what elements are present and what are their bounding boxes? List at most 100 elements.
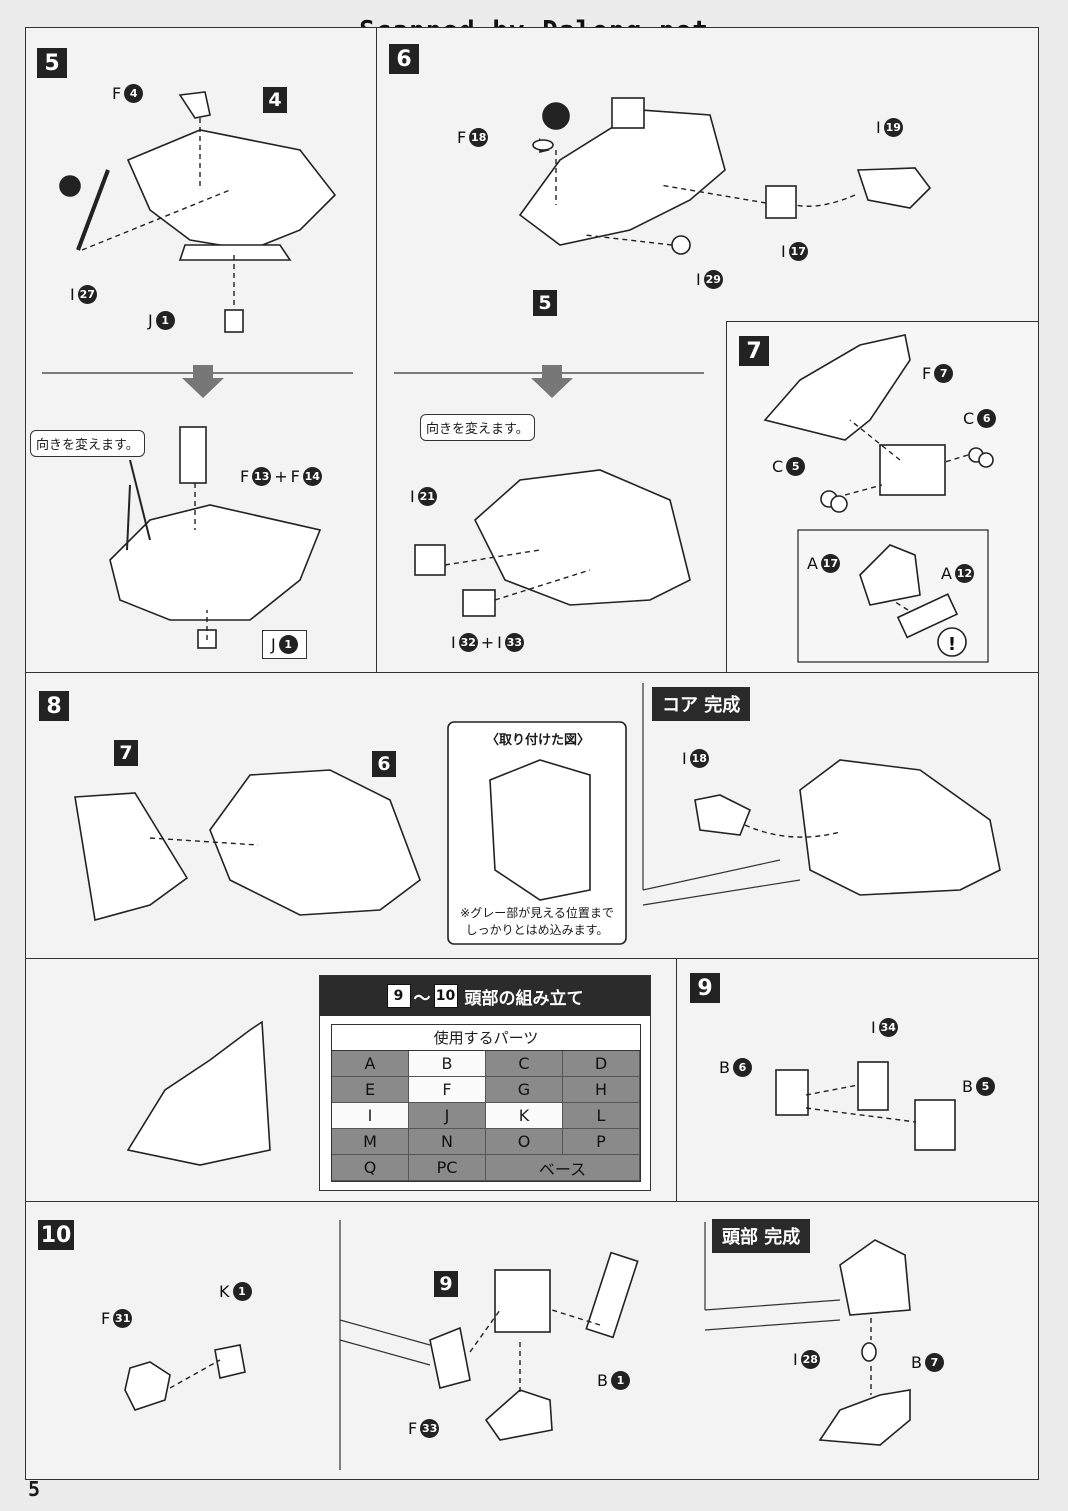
- parts-cell: E: [332, 1077, 409, 1103]
- part-f31-drawing: [124, 1361, 171, 1411]
- part-b1-drawing: [585, 1251, 639, 1339]
- ref-step-6-badge: 6: [372, 751, 396, 777]
- core-step6-drawing: [518, 109, 726, 246]
- ref-step-7-badge: 7: [114, 740, 138, 766]
- step-5-badge: 5: [37, 48, 67, 78]
- parts-cell: N: [409, 1129, 486, 1155]
- part-b5-drawing: [914, 1099, 956, 1151]
- part-f4-drawing: [178, 91, 211, 119]
- core-rotated-drawing: [109, 504, 322, 621]
- part-i18-drawing: [694, 794, 752, 836]
- ref-step-4-badge: 4: [263, 87, 287, 113]
- part-a17-drawing: [859, 544, 921, 606]
- part-j1-drawing: [224, 309, 244, 333]
- parts-cell: I: [332, 1103, 409, 1129]
- parts-cell: PC: [409, 1155, 486, 1181]
- ref-step-5-badge: 5: [533, 290, 557, 316]
- parts-cell: M: [332, 1129, 409, 1155]
- ref-step-9-badge: 9: [434, 1271, 458, 1297]
- head-preview-drawing: [126, 1020, 271, 1166]
- step-9-badge: 9: [690, 973, 720, 1003]
- parts-cell: ベース: [486, 1155, 640, 1181]
- part-f18-drawing: [532, 139, 554, 151]
- attach-inset-note-1: ※グレー部が見える位置まで: [460, 906, 614, 920]
- core-complete-label: コア 完成: [652, 687, 751, 721]
- parts-cell: B: [409, 1051, 486, 1077]
- step-7-badge: 7: [739, 336, 769, 366]
- part-k1-drawing: [214, 1344, 246, 1379]
- attach-inset-title: 〈取り付けた図〉: [486, 733, 591, 748]
- part-i21-drawing: [414, 544, 446, 576]
- turn-note-step5: 向きを変えます。: [30, 430, 145, 457]
- step-6-badge: 6: [389, 44, 419, 74]
- parts-cell: K: [486, 1103, 563, 1129]
- part-i17-drawing: [765, 185, 797, 219]
- parts-cell: P: [563, 1129, 640, 1155]
- parts-cell: H: [563, 1077, 640, 1103]
- core-step8-drawing: [209, 769, 421, 916]
- core-complete-drawing: [799, 759, 1001, 896]
- head-complete-label: 頭部 完成: [712, 1219, 811, 1253]
- part-i34-drawing: [857, 1061, 889, 1111]
- parts-cell: J: [409, 1103, 486, 1129]
- part-7-drawing: [74, 792, 189, 922]
- attach-inset-note-2: しっかりとはめ込みます。: [465, 923, 609, 937]
- part-i19-drawing: [856, 167, 932, 209]
- parts-cell: Q: [332, 1155, 409, 1181]
- page-number: 5: [28, 1477, 41, 1501]
- part-a12-drawing: [896, 593, 959, 639]
- part-i28-drawing: [861, 1342, 877, 1362]
- inset-drawing: [489, 759, 591, 901]
- part-i29-drawing: [671, 235, 691, 255]
- parts-cell: A: [332, 1051, 409, 1077]
- parts-grid-header: 使用するパーツ: [332, 1025, 640, 1051]
- parts-cell: C: [486, 1051, 563, 1077]
- parts-cell: F: [409, 1077, 486, 1103]
- part-f7-drawing: [763, 334, 911, 441]
- parts-cell: D: [563, 1051, 640, 1077]
- part-b6-drawing: [775, 1069, 809, 1116]
- core-step6-rotated-drawing: [474, 469, 691, 606]
- parts-cell: L: [563, 1103, 640, 1129]
- turn-note-step6: 向きを変えます。: [420, 414, 535, 441]
- part-f33-drawing: [484, 1389, 553, 1441]
- step-10-badge: 10: [38, 1220, 74, 1250]
- step9-subassembly-drawing: [494, 1269, 551, 1333]
- part-b7-drawing: [818, 1389, 911, 1446]
- caution-mark-text: !: [948, 634, 956, 655]
- head-complete-drawing: [839, 1239, 911, 1316]
- down-arrows: [182, 365, 573, 398]
- head-assembly-title: 9 ～ 10 頭部の組み立て: [320, 976, 650, 1016]
- parts-cell: G: [486, 1077, 563, 1103]
